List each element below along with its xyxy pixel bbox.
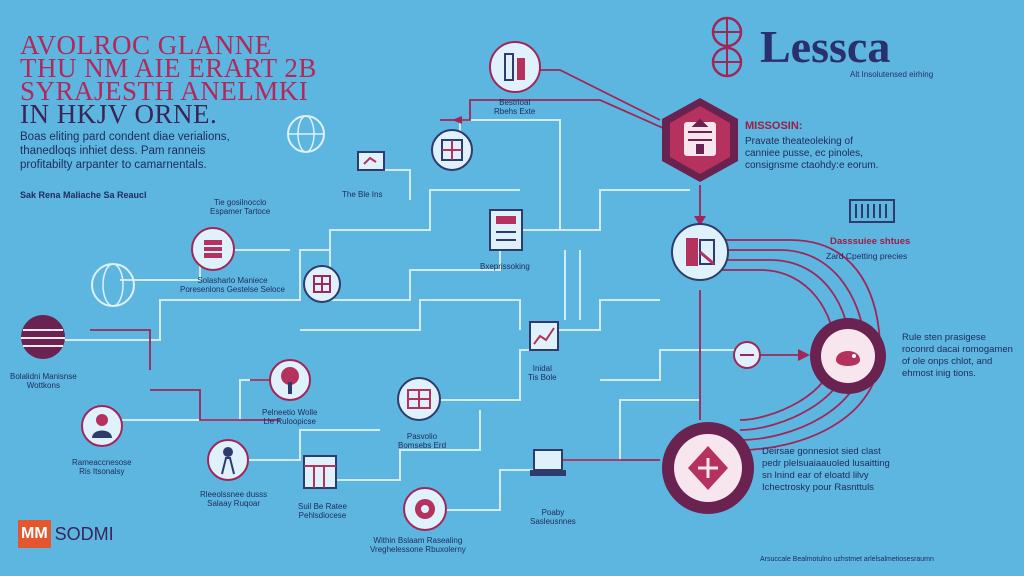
mission-title: MISSOSIN: [745, 120, 803, 132]
grid-panel-icon [303, 265, 341, 303]
connector-line [329, 189, 520, 280]
connector-line [600, 349, 760, 381]
brand-subtitle: Alt Insolutensed eirhing [850, 70, 934, 79]
fineprint: Arsuccale Bealmotulno uzhstmet arlelsalm… [760, 556, 934, 563]
globe-icon [287, 115, 325, 153]
connector-line [330, 230, 501, 301]
mission-hexagon-icon [662, 98, 738, 182]
protection-text: Deirsae gonnesiot sied clast pedr plelsu… [762, 446, 890, 493]
monitor-icon [357, 151, 385, 171]
connector-line [300, 299, 521, 331]
intro-paragraph: Boas eliting pard condent diae verialion… [20, 131, 230, 171]
connector-line [90, 329, 151, 370]
brand-logo-icon [711, 16, 743, 78]
machine-icon [849, 199, 895, 223]
footer-logo-mark: MM [18, 520, 51, 548]
node-label: Bxeprissoking [480, 262, 530, 271]
people-icon [81, 405, 123, 447]
footer-brand: MM SODMI [18, 520, 114, 548]
gear-icon [403, 487, 447, 531]
document-grid-icon [397, 377, 441, 421]
headline: AVOLROC GLANNE THU NM AIE ERART 2B SYRAJ… [20, 30, 317, 129]
process-body: Zard Cpetting precies [826, 251, 908, 261]
outcome-text: Rule sten prasigese roconrd dacai romoga… [902, 332, 1013, 379]
node-label: The Ble Ins [342, 190, 383, 199]
laptop-icon [530, 449, 566, 476]
tree-icon [269, 359, 311, 401]
tool-kit-icon [191, 227, 235, 271]
arrow-head [452, 116, 462, 124]
connector-line [540, 299, 660, 331]
brand-name: Lessca [760, 21, 891, 72]
server-rack-icon [489, 209, 523, 251]
calendar-icon [303, 455, 337, 489]
savings-goal-icon [810, 318, 886, 394]
chart-card-icon [529, 321, 559, 351]
process-node-icon [671, 223, 729, 281]
connector-line [520, 189, 690, 231]
globe-outline-icon [91, 263, 135, 307]
connector-line [230, 429, 380, 461]
building-icon [431, 129, 473, 171]
connector-line [430, 349, 540, 401]
connector-line [330, 410, 481, 481]
lab-flask-icon [489, 41, 541, 93]
protection-shield-icon [662, 422, 754, 514]
connector-line [150, 389, 280, 421]
globe-planet-icon [21, 315, 65, 359]
tagline: Sak Rena Maliache Sa Reaucl [20, 190, 147, 200]
connector-node-icon [733, 341, 761, 369]
arrow-head [694, 216, 706, 226]
worker-icon [207, 439, 249, 481]
footer-brand-name: SODMI [54, 523, 114, 544]
connector-line [60, 249, 330, 341]
process-title: Dasssuiee shtues [830, 236, 911, 247]
mission-body: Pravate theateoleking of canniee pusse, … [745, 136, 879, 171]
arrow-head [798, 349, 810, 361]
